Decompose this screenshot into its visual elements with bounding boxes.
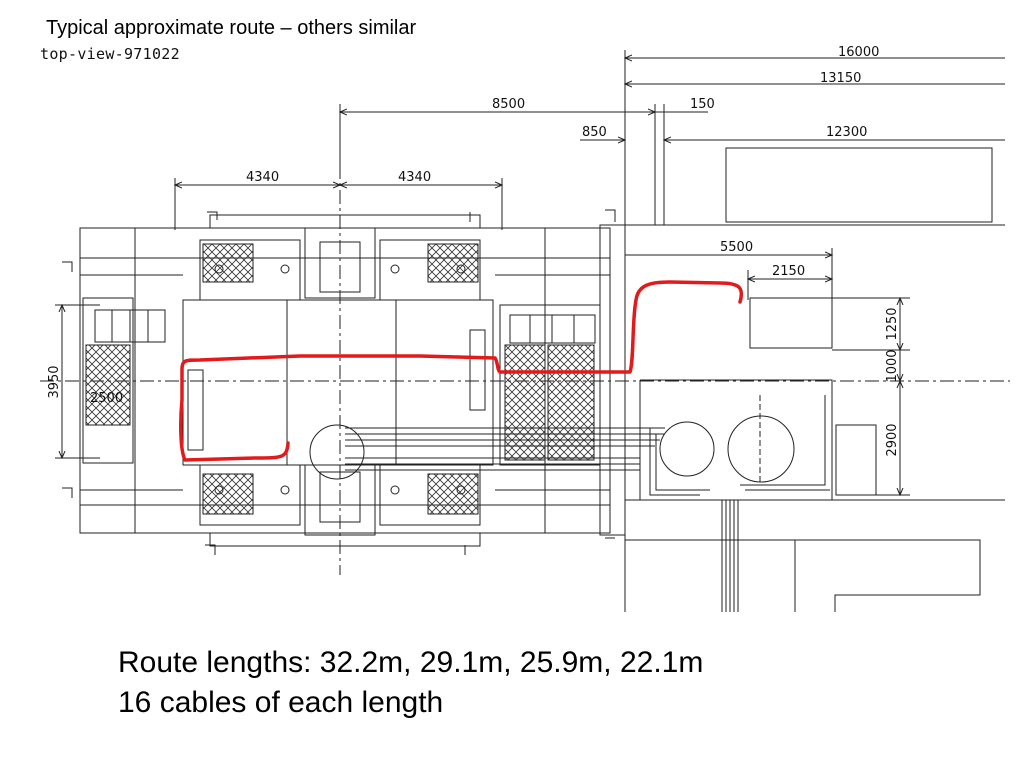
hatched-blocks bbox=[85, 243, 595, 515]
dim-2500: 2500 bbox=[90, 391, 123, 406]
slide-title: Typical approximate route – others simil… bbox=[46, 17, 417, 39]
cable-count-caption: 16 cables of each length bbox=[118, 686, 444, 719]
dim-2900: 2900 bbox=[885, 423, 900, 456]
dim-2150: 2150 bbox=[772, 264, 805, 279]
dim-4340-right: 4340 bbox=[398, 170, 431, 185]
dim-4340-left: 4340 bbox=[246, 170, 279, 185]
dim-1250: 1250 bbox=[885, 307, 900, 340]
top-view-drawing: 16000 13150 8500 150 850 12300 4340 4340… bbox=[40, 45, 1010, 612]
building-outline bbox=[625, 147, 1005, 612]
dimension-lines-side bbox=[55, 298, 910, 495]
dim-1000: 1000 bbox=[885, 349, 900, 382]
drawing-id-label: top-view-971022 bbox=[40, 45, 180, 63]
stripe-blocks bbox=[94, 241, 596, 523]
magnet-circle-left bbox=[659, 421, 715, 477]
dim-150: 150 bbox=[690, 97, 715, 112]
magnet-circle-center bbox=[309, 424, 365, 480]
dim-8500: 8500 bbox=[492, 97, 525, 112]
dim-850: 850 bbox=[582, 125, 607, 140]
dim-12300: 12300 bbox=[826, 125, 867, 140]
dimension-texts: 16000 13150 8500 150 850 12300 4340 4340… bbox=[47, 45, 900, 457]
magnet-circle-right bbox=[727, 415, 795, 483]
cable-route-path bbox=[179, 280, 744, 462]
route-lengths-caption: Route lengths: 32.2m, 29.1m, 25.9m, 22.1… bbox=[118, 646, 704, 679]
small-symbols bbox=[62, 209, 616, 555]
cable-bundle bbox=[345, 395, 830, 612]
dim-13150: 13150 bbox=[820, 71, 861, 86]
dim-5500: 5500 bbox=[720, 240, 753, 255]
dim-16000: 16000 bbox=[838, 45, 879, 60]
dim-3950: 3950 bbox=[47, 365, 62, 398]
